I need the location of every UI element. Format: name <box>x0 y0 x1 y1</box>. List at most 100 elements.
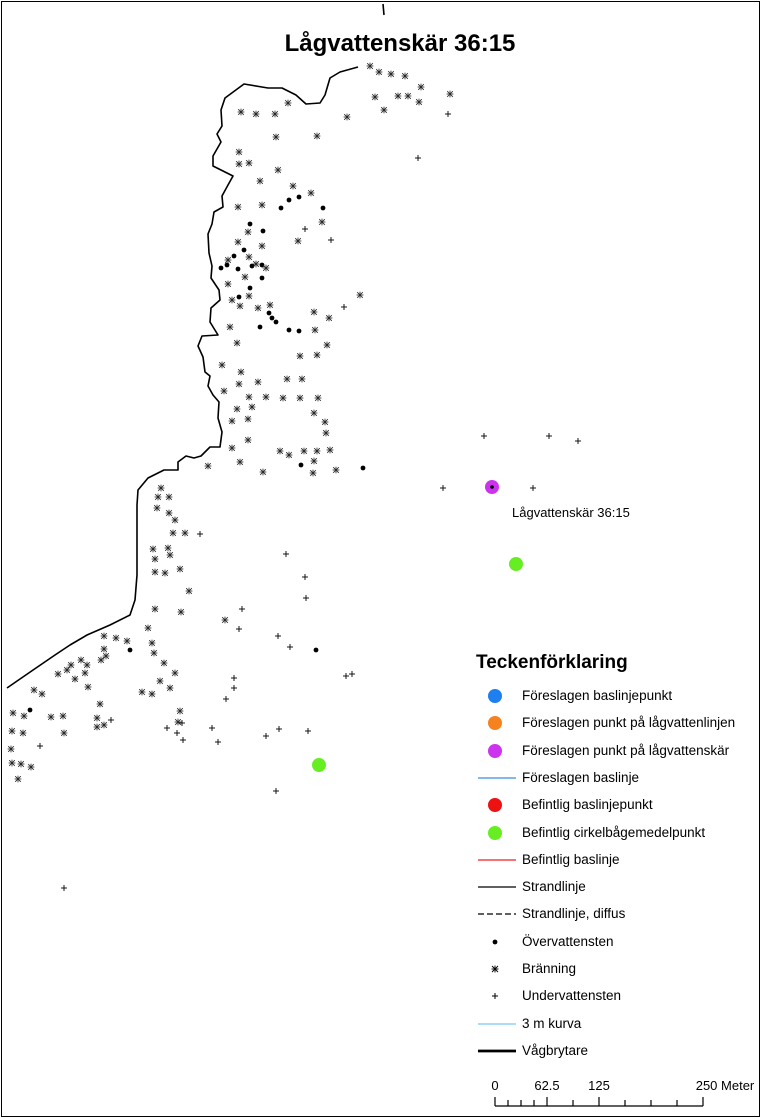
breaking-water-point <box>272 133 280 141</box>
breaking-water-point <box>171 669 179 677</box>
existing-baseline-symbol <box>478 859 516 861</box>
coastline <box>6 3 385 689</box>
breaking-water-point <box>234 238 242 246</box>
rock-under-water-point <box>275 633 281 639</box>
breaking-water-point <box>169 529 177 537</box>
breaking-water-point <box>236 458 244 466</box>
breaking-water-point <box>54 670 62 678</box>
breaking-water-point <box>300 447 308 455</box>
rock-under-water-point <box>179 720 185 726</box>
breaking-water-point <box>245 292 253 300</box>
rock-above-water-point <box>259 275 265 281</box>
rock-above-water-point <box>247 285 253 291</box>
breaking-water-point <box>245 253 253 261</box>
scale-label-0: 0 <box>491 1078 499 1093</box>
rock-under-water-point <box>223 696 229 702</box>
breaking-water-point <box>237 368 245 376</box>
breaking-water-point <box>8 759 16 767</box>
breaking-water-point <box>252 260 260 268</box>
shoreline-diffuse-symbol <box>478 913 516 916</box>
breaking-water-point <box>323 341 331 349</box>
scale-label-62-5: 62.5 <box>534 1078 560 1093</box>
rock-under-water-point <box>341 304 347 310</box>
rock-under-water-point <box>328 237 334 243</box>
breaking-water-point <box>259 468 267 476</box>
legend-item-breaking-water: Bränning <box>476 956 762 983</box>
proposed-low-water-skerry-point-symbol <box>488 743 502 758</box>
place-label: Lågvattenskär 36:15 <box>512 505 630 520</box>
rock-under-water-point <box>440 485 446 491</box>
rock-under-water-point <box>530 485 536 491</box>
existing-baseline-point-symbol <box>488 798 502 813</box>
breaking-water-point <box>380 106 388 114</box>
breaking-water-point <box>138 688 146 696</box>
breaking-water-point <box>245 393 253 401</box>
breaking-water-point <box>100 632 108 640</box>
breaking-water-point <box>176 707 184 715</box>
rock-above-water-point <box>247 221 253 227</box>
rock-under-water-point <box>283 551 289 557</box>
rock-above-water-point <box>278 205 284 211</box>
legend-item-shoreline-diffuse: Strandlinje, diffus <box>476 901 762 928</box>
rock-above-water-point <box>236 294 242 300</box>
rock-under-water-point <box>37 743 43 749</box>
breaking-water-point <box>284 99 292 107</box>
breaking-water-symbol <box>491 965 499 973</box>
legend-label: Föreslagen baslinjepunkt <box>522 688 673 703</box>
legend-item-proposed-low-water-line-point: Föreslagen punkt på lågvattenlinjen <box>476 710 762 737</box>
breaking-water-point <box>296 394 304 402</box>
breaking-water-point <box>171 516 179 524</box>
breaking-water-point <box>244 415 252 423</box>
legend-item-proposed-baseline: Föreslagen baslinje <box>476 765 762 792</box>
legend-label: Befintlig baslinjepunkt <box>522 797 653 813</box>
breaking-water-point <box>254 304 262 312</box>
rock-above-water-point <box>257 324 263 330</box>
breaking-water-point <box>228 444 236 452</box>
breaking-water-point <box>7 745 15 753</box>
breaking-water-point <box>9 709 17 717</box>
breaking-water-point <box>289 182 297 190</box>
breaking-water-point <box>343 113 351 121</box>
breaking-water-point <box>19 729 27 737</box>
breaking-water-point <box>157 484 165 492</box>
breaking-water-point <box>47 713 55 721</box>
breaking-water-point <box>93 723 101 731</box>
breaking-water-point <box>248 403 256 411</box>
breaking-water-point <box>309 469 317 477</box>
breaking-water-point <box>228 417 236 425</box>
breaking-water-point <box>271 110 279 118</box>
breaking-water-point <box>97 656 105 664</box>
legend-item-depth-contour-3m: 3 m kurva <box>476 1011 762 1038</box>
breaking-water-point <box>81 669 89 677</box>
rock-under-water-point <box>349 671 355 677</box>
rock-under-water-point <box>546 433 552 439</box>
breaking-water-point <box>63 666 71 674</box>
breaking-water-point <box>318 218 326 226</box>
breaking-water-point <box>310 308 318 316</box>
breaking-water-point <box>307 189 315 197</box>
breaking-water-point <box>256 177 264 185</box>
rock-above-water-point <box>296 194 302 200</box>
breaking-water-point <box>313 132 321 140</box>
point-features-layer <box>312 480 523 772</box>
breaking-water-point <box>252 110 260 118</box>
breaking-water-point <box>149 545 157 553</box>
legend-item-rock-under-water: Undervattensten <box>476 983 762 1010</box>
breaking-water-point <box>156 677 164 685</box>
rock-above-water-point <box>224 262 230 268</box>
rock-under-water-point <box>276 726 282 732</box>
breaking-water-point <box>60 729 68 737</box>
breaking-water-point <box>233 339 241 347</box>
rock-under-water-point <box>302 574 308 580</box>
rock-under-water-point <box>481 433 487 439</box>
breaking-water-point <box>279 394 287 402</box>
breaking-water-point <box>8 727 16 735</box>
legend-label: Undervattensten <box>522 988 622 1004</box>
legend-item-proposed-low-water-skerry-point: Föreslagen punkt på lågvattenskär <box>476 738 762 765</box>
breaking-water-point <box>235 380 243 388</box>
breaking-water-point <box>446 90 454 98</box>
legend-title: Teckenförklaring <box>476 652 628 673</box>
legend-label: Övervattensten <box>522 933 614 949</box>
breaking-water-point <box>258 201 266 209</box>
